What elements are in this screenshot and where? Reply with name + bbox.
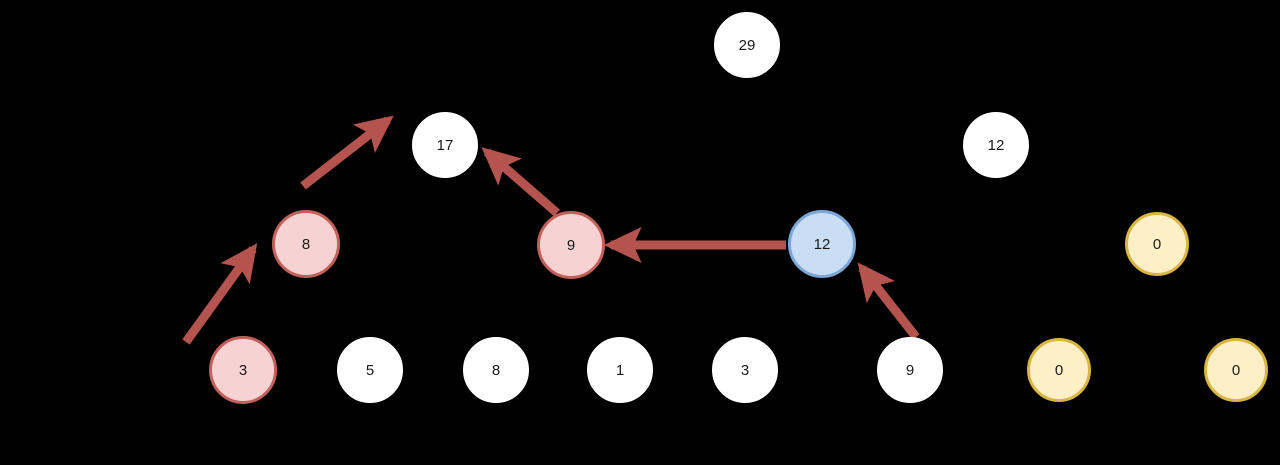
node-label: 0 — [1054, 361, 1064, 379]
node-label: 29 — [738, 36, 756, 54]
node-label: 5 — [365, 361, 375, 379]
graph-node-n12b[interactable]: 12 — [963, 112, 1029, 178]
graph-node-n0a[interactable]: 0 — [1125, 212, 1189, 276]
edge-e-9-to-17 — [481, 147, 560, 217]
node-label: 8 — [491, 361, 501, 379]
node-label: 0 — [1231, 361, 1241, 379]
edge-e-8-to-17 — [300, 115, 394, 190]
node-label: 17 — [436, 136, 454, 154]
graph-node-n8p[interactable]: 8 — [272, 210, 340, 278]
node-label: 3 — [740, 361, 750, 379]
edge-e-9leaf-to-12 — [857, 262, 920, 340]
node-label: 12 — [813, 235, 831, 253]
graph-node-n17[interactable]: 17 — [412, 112, 478, 178]
graph-node-l1[interactable]: 1 — [587, 337, 653, 403]
node-label: 12 — [987, 136, 1005, 154]
node-label: 1 — [615, 361, 625, 379]
graph-node-n29[interactable]: 29 — [714, 12, 780, 78]
graph-node-l5[interactable]: 5 — [337, 337, 403, 403]
graph-node-l0a[interactable]: 0 — [1027, 338, 1091, 402]
graph-node-l9[interactable]: 9 — [877, 337, 943, 403]
graph-node-l8[interactable]: 8 — [463, 337, 529, 403]
graph-node-l0b[interactable]: 0 — [1204, 338, 1268, 402]
node-label: 3 — [238, 361, 248, 379]
node-label: 0 — [1152, 235, 1162, 253]
graph-node-l3[interactable]: 3 — [712, 337, 778, 403]
node-label: 9 — [566, 236, 576, 254]
node-label: 8 — [301, 235, 311, 253]
graph-node-n12a[interactable]: 12 — [788, 210, 856, 278]
graph-node-l3p[interactable]: 3 — [209, 336, 277, 404]
node-label: 9 — [905, 361, 915, 379]
graph-node-n9p[interactable]: 9 — [537, 211, 605, 279]
edge-e-3-to-8 — [182, 243, 258, 345]
